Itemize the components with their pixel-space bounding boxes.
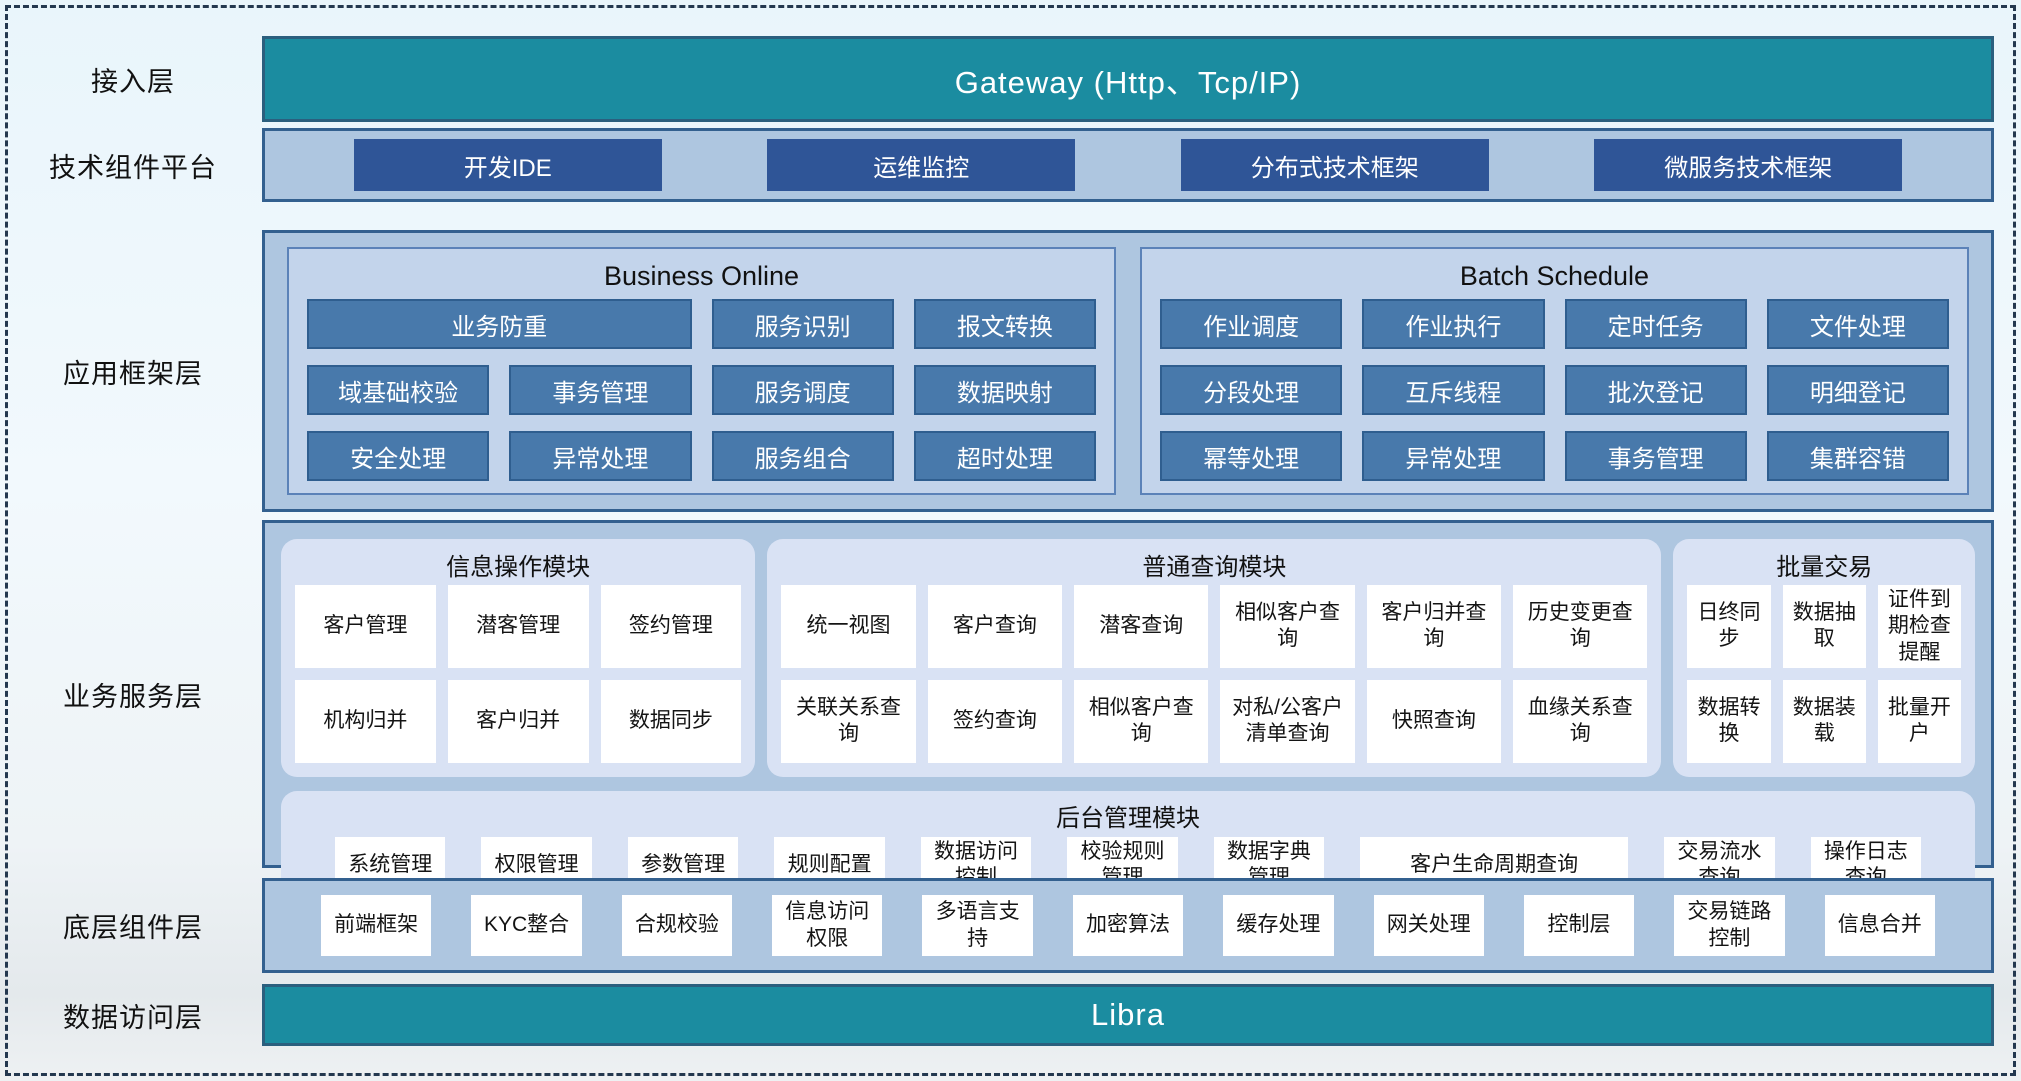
service-module-title: 批量交易 <box>1687 543 1961 585</box>
framework-box: 域基础校验 <box>307 365 489 415</box>
service-box: 快照查询 <box>1367 680 1501 763</box>
framework-box: 分段处理 <box>1160 365 1342 415</box>
service-box: 相似客户查询 <box>1220 585 1354 668</box>
service-module-panel: 批量交易日终同步数据抽取证件到期检查提醒数据转换数据装载批量开户 <box>1673 539 1975 777</box>
service-module-panel: 信息操作模块客户管理潜客管理签约管理机构归并客户归并数据同步 <box>281 539 755 777</box>
framework-panel: Business Online业务防重服务识别报文转换域基础校验事务管理服务调度… <box>287 247 1116 495</box>
framework-box: 互斥线程 <box>1362 365 1544 415</box>
service-box: 签约管理 <box>601 585 742 668</box>
service-box: 历史变更查询 <box>1513 585 1647 668</box>
service-box: 潜客管理 <box>448 585 589 668</box>
tech-platform-box: 微服务技术框架 <box>1594 139 1902 191</box>
framework-box: 报文转换 <box>914 299 1096 349</box>
framework-box: 服务识别 <box>712 299 894 349</box>
framework-box: 文件处理 <box>1767 299 1949 349</box>
service-box: 血缘关系查询 <box>1513 680 1647 763</box>
service-module-title: 信息操作模块 <box>295 543 741 585</box>
gateway-bar: Gateway (Http、Tcp/IP) <box>262 36 1994 122</box>
framework-box: 明细登记 <box>1767 365 1949 415</box>
service-box: 相似客户查询 <box>1074 680 1208 763</box>
business-service-modules: 信息操作模块客户管理潜客管理签约管理机构归并客户归并数据同步普通查询模块统一视图… <box>281 539 1975 777</box>
framework-box: 集群容错 <box>1767 431 1949 481</box>
service-module-panel: 普通查询模块统一视图客户查询潜客查询相似客户查询客户归并查询历史变更查询关联关系… <box>767 539 1661 777</box>
base-component-box: 网关处理 <box>1374 895 1484 956</box>
framework-panel-title: Batch Schedule <box>1160 253 1949 299</box>
service-box: 机构归并 <box>295 680 436 763</box>
framework-panel: Batch Schedule作业调度作业执行定时任务文件处理分段处理互斥线程批次… <box>1140 247 1969 495</box>
layer-label-base-components: 底层组件层 <box>14 878 252 973</box>
service-box: 数据抽取 <box>1783 585 1866 668</box>
framework-box: 事务管理 <box>1565 431 1747 481</box>
framework-panel-grid: 业务防重服务识别报文转换域基础校验事务管理服务调度数据映射安全处理异常处理服务组… <box>307 299 1096 481</box>
framework-box: 服务组合 <box>712 431 894 481</box>
service-box: 签约查询 <box>928 680 1062 763</box>
framework-box: 超时处理 <box>914 431 1096 481</box>
service-box: 数据转换 <box>1687 680 1770 763</box>
framework-box: 作业调度 <box>1160 299 1342 349</box>
base-component-box: 信息访问权限 <box>772 895 882 956</box>
framework-box: 数据映射 <box>914 365 1096 415</box>
service-box: 潜客查询 <box>1074 585 1208 668</box>
framework-box: 异常处理 <box>509 431 691 481</box>
base-components-row: 前端框架 KYC整合合规校验信息访问权限多语言支持加密算法缓存处理网关处理控制层交… <box>262 878 1994 973</box>
business-service-row: 信息操作模块客户管理潜客管理签约管理机构归并客户归并数据同步普通查询模块统一视图… <box>262 520 1994 868</box>
tech-platform-row: 开发IDE 运维监控 分布式技术框架 微服务技术框架 <box>262 128 1994 202</box>
service-box: 日终同步 <box>1687 585 1770 668</box>
framework-box: 定时任务 <box>1565 299 1747 349</box>
framework-panel-grid: 作业调度作业执行定时任务文件处理分段处理互斥线程批次登记明细登记幂等处理异常处理… <box>1160 299 1949 481</box>
framework-box: 事务管理 <box>509 365 691 415</box>
base-component-box: 缓存处理 <box>1223 895 1333 956</box>
base-component-box: 合规校验 <box>622 895 732 956</box>
libra-bar: Libra <box>262 984 1994 1046</box>
base-component-box: KYC整合 <box>471 895 581 956</box>
service-box: 批量开户 <box>1878 680 1961 763</box>
framework-box: 业务防重 <box>307 299 692 349</box>
service-box: 数据装载 <box>1783 680 1866 763</box>
base-component-box: 多语言支持 <box>922 895 1032 956</box>
framework-box: 作业执行 <box>1362 299 1544 349</box>
base-component-box: 信息合并 <box>1825 895 1935 956</box>
gateway-bar-label: Gateway (Http、Tcp/IP) <box>955 57 1302 102</box>
base-component-box: 交易链路控制 <box>1674 895 1784 956</box>
service-box: 客户归并 <box>448 680 589 763</box>
layer-label-access: 接入层 <box>14 36 252 122</box>
framework-box: 异常处理 <box>1362 431 1544 481</box>
tech-platform-box: 开发IDE <box>354 139 662 191</box>
service-box: 证件到期检查提醒 <box>1878 585 1961 668</box>
layer-label-app-framework: 应用框架层 <box>14 230 252 512</box>
service-box: 数据同步 <box>601 680 742 763</box>
app-framework-row: Business Online业务防重服务识别报文转换域基础校验事务管理服务调度… <box>262 230 1994 512</box>
service-box: 客户管理 <box>295 585 436 668</box>
service-box: 统一视图 <box>781 585 915 668</box>
tech-platform-box: 分布式技术框架 <box>1181 139 1489 191</box>
service-box: 对私/公客户清单查询 <box>1220 680 1354 763</box>
service-box: 客户查询 <box>928 585 1062 668</box>
framework-panel-title: Business Online <box>307 253 1096 299</box>
service-box: 客户归并查询 <box>1367 585 1501 668</box>
base-component-box: 加密算法 <box>1073 895 1183 956</box>
tech-platform-box: 运维监控 <box>767 139 1075 191</box>
layer-label-business-service: 业务服务层 <box>14 520 252 868</box>
layer-label-data-access: 数据访问层 <box>14 984 252 1046</box>
layer-label-tech-platform: 技术组件平台 <box>14 128 252 202</box>
framework-box: 批次登记 <box>1565 365 1747 415</box>
framework-box: 幂等处理 <box>1160 431 1342 481</box>
framework-box: 服务调度 <box>712 365 894 415</box>
libra-bar-label: Libra <box>1091 997 1165 1033</box>
service-module-grid: 日终同步数据抽取证件到期检查提醒数据转换数据装载批量开户 <box>1687 585 1961 763</box>
framework-box: 安全处理 <box>307 431 489 481</box>
service-module-grid: 客户管理潜客管理签约管理机构归并客户归并数据同步 <box>295 585 741 763</box>
service-module-grid: 统一视图客户查询潜客查询相似客户查询客户归并查询历史变更查询关联关系查询签约查询… <box>781 585 1647 763</box>
base-component-box: 控制层 <box>1524 895 1634 956</box>
base-component-box: 前端框架 <box>321 895 431 956</box>
admin-module-title: 后台管理模块 <box>295 795 1961 837</box>
service-module-title: 普通查询模块 <box>781 543 1647 585</box>
service-box: 关联关系查询 <box>781 680 915 763</box>
